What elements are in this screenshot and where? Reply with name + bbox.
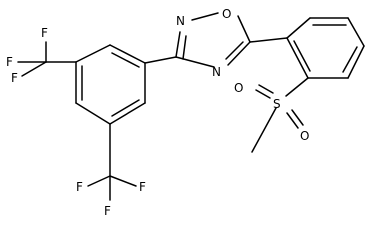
atom-labels: F F F F F F N O N S O O — [6, 7, 309, 218]
bond-oxadiazole-aryl — [249, 37, 288, 43]
atom-label-f5: F — [139, 180, 146, 194]
bond-aryl-oxadiazole — [144, 56, 177, 64]
atom-label-o-sulfonyl-right: O — [300, 129, 309, 143]
atom-label-f3: F — [11, 71, 18, 85]
structure-canvas: F F F F F F N O N S O O — [6, 7, 365, 218]
atom-label-n-ring: N — [212, 65, 221, 79]
atom-label-f2: F — [6, 55, 13, 69]
atom-label-s: S — [273, 97, 281, 111]
cf3-group-lower — [87, 123, 137, 201]
chemical-structure: F F F F F F N O N S O O — [6, 7, 365, 218]
cf3-group-upper — [17, 41, 77, 77]
benzene-ring-left — [75, 44, 146, 125]
atom-label-o-ring: O — [222, 7, 231, 21]
atom-label-f6: F — [104, 204, 111, 218]
atom-label-f1: F — [41, 26, 48, 40]
atom-label-n-top: N — [176, 14, 185, 28]
atom-label-f4: F — [76, 180, 83, 194]
oxadiazole-ring — [175, 12, 251, 68]
atom-label-o-sulfonyl-left: O — [234, 81, 243, 95]
methylsulfonyl-group — [251, 77, 309, 153]
benzene-ring-right — [286, 17, 365, 79]
